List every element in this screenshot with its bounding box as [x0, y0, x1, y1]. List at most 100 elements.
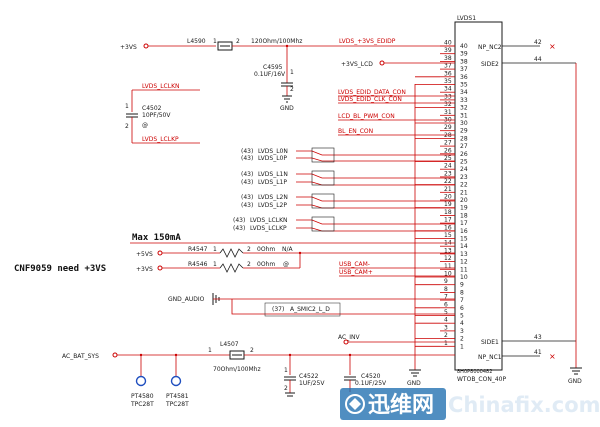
svg-text:LVDS_LCLKP: LVDS_LCLKP	[250, 225, 287, 232]
c4522-pin1: 1	[284, 367, 288, 374]
l4590-pin2: 2	[236, 38, 240, 45]
watermark: 迅维网 Chinafix.com	[340, 388, 600, 420]
pin-number: 40	[444, 40, 452, 47]
pin-number-inner: 11	[460, 266, 468, 273]
svg-text:(43): (43)	[241, 179, 253, 186]
pin-label-side1: SIDE1	[481, 339, 499, 346]
c4502-value: 10PF/50V	[142, 112, 171, 119]
l4507-pin2: 2	[250, 347, 254, 354]
pin-number: 39	[444, 47, 452, 54]
c4595-ref: C4595	[263, 64, 283, 71]
pin-number: 7	[444, 294, 448, 301]
pin-number: 36	[444, 70, 452, 77]
svg-text:LVDS_LCLKN: LVDS_LCLKN	[250, 217, 288, 224]
pin-number: 35	[444, 78, 452, 85]
watermark-logo-icon	[345, 394, 365, 414]
c4520-ref: C4520	[361, 373, 381, 380]
pin-number-inner: 14	[460, 243, 468, 250]
pin-number: 12	[444, 255, 452, 262]
pin-number-inner: 25	[460, 159, 468, 166]
pin-number: 20	[444, 194, 452, 201]
pin-num-41: 41	[534, 349, 542, 356]
pin-number-inner: 13	[460, 251, 468, 258]
gnd-label-c4595: GND	[280, 105, 294, 112]
nc-mark-42: ×	[549, 42, 556, 51]
r4547-na: N/A	[282, 246, 294, 253]
pin-num-43: 43	[534, 334, 542, 341]
watermark-text-cn: 迅维网	[368, 392, 434, 418]
pin-number-inner: 17	[460, 220, 468, 227]
r4547-ref: R4547	[188, 246, 208, 253]
lvds-pair-lclk: (43) LVDS_LCLKN (43) LVDS_LCLKP	[233, 216, 455, 232]
net-p5vs: +5VS	[136, 251, 153, 258]
pin-number-inner: 34	[460, 89, 468, 96]
svg-text:LVDS_L0P: LVDS_L0P	[258, 155, 287, 162]
test-point-pt4580: PT4580 TPC28T	[130, 355, 154, 408]
pin-number-inner: 30	[460, 120, 468, 127]
c4502-at: @	[142, 122, 148, 129]
gnd-symbol-c4522	[285, 392, 295, 397]
pin-number-inner: 40	[460, 43, 468, 50]
pin-number-inner: 18	[460, 212, 468, 219]
pin-number: 22	[444, 178, 452, 185]
pin-label-np-nc2: NP_NC2	[478, 44, 502, 51]
pin-label-side2: SIDE2	[481, 61, 499, 68]
net-lclkp-bot: LVDS_LCLKP	[142, 136, 179, 143]
pin-number: 21	[444, 186, 452, 193]
pin-number: 32	[444, 101, 452, 108]
r4546-at: @	[283, 261, 289, 268]
r4547-pin1: 1	[213, 246, 217, 253]
resistor-r4547	[219, 248, 244, 258]
pin-number: 17	[444, 217, 452, 224]
pin-number: 18	[444, 209, 452, 216]
net-edidp: LVDS_+3VS_EDIDP	[339, 38, 396, 45]
nc-mark-41: ×	[549, 352, 556, 361]
lvds-pair-l0: (43) LVDS_L0N (43) LVDS_L0P	[241, 147, 455, 163]
pin-number-inner: 19	[460, 205, 468, 212]
pin-num-42: 42	[534, 39, 542, 46]
pin-number-inner: 21	[460, 189, 468, 196]
pin-number: 9	[444, 278, 448, 285]
gnd-label-bus: GND	[407, 380, 421, 387]
test-point-pt4581: PT4581 TPC28T	[165, 355, 189, 408]
c4520-value: 0.1UF/25V	[355, 380, 387, 387]
svg-text:(43): (43)	[241, 171, 253, 178]
pin-number-inner: 36	[460, 74, 468, 81]
pin-number: 38	[444, 55, 452, 62]
svg-text:LVDS_L1P: LVDS_L1P	[258, 179, 287, 186]
pin-number: 23	[444, 170, 452, 177]
pin-number-inner: 22	[460, 182, 468, 189]
pin-number-inner: 29	[460, 128, 468, 135]
gnd-symbol-bus	[409, 369, 421, 377]
c4522-value: 1UF/25V	[299, 380, 325, 387]
pin-number-inner: 26	[460, 151, 468, 158]
l4507-value: 70Ohm/100Mhz	[213, 366, 261, 373]
pin-number-inner: 20	[460, 197, 468, 204]
connector-footer: WTOB_CON_40P	[457, 376, 506, 383]
pin-number-inner: 1	[460, 343, 464, 350]
net-bl-pwm: LCD_BL_PWM_CON	[338, 113, 395, 120]
pin-number: 33	[444, 93, 452, 100]
pin-number-inner: 39	[460, 51, 468, 58]
net-p3vs-mid: +3VS	[136, 266, 153, 273]
pin-number: 5	[444, 309, 448, 316]
pin-number-inner: 33	[460, 97, 468, 104]
pin-number: 4	[444, 317, 448, 324]
pin-number: 34	[444, 86, 452, 93]
pin-number: 25	[444, 155, 452, 162]
pin-number-inner: 12	[460, 259, 468, 266]
svg-text:(43): (43)	[233, 217, 245, 224]
svg-text:PT4581: PT4581	[166, 393, 189, 400]
svg-text:(43): (43)	[241, 155, 253, 162]
pin-number-inner: 3	[460, 328, 464, 335]
l4590-value: 120Ohm/100Mhz	[251, 38, 302, 45]
l4507-ref: L4507	[220, 341, 239, 348]
ferrite-bead-l4507	[229, 350, 245, 360]
r4546-ref: R4546	[188, 261, 208, 268]
svg-text:TPC28T: TPC28T	[130, 401, 154, 408]
watermark-text-en: Chinafix.com	[448, 393, 600, 417]
net-ac-bat-sys: AC_BAT_SYS	[62, 353, 99, 360]
pin-number-inner: 27	[460, 143, 468, 150]
pin-number-inner: 28	[460, 135, 468, 142]
